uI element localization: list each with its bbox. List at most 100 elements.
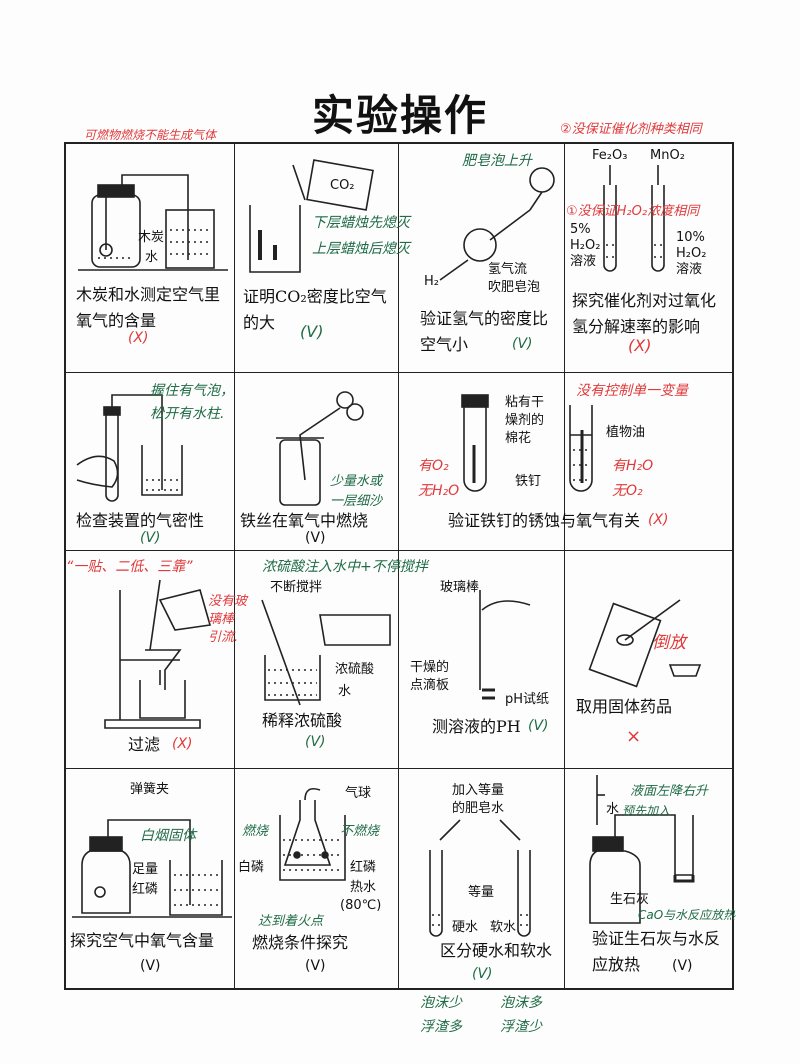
label-h2o2: H₂O₂ [570, 238, 601, 253]
note-handwritten: 浓硫酸注入水中+不停搅拌 [262, 559, 428, 575]
note-handwritten: 少量水或 [330, 474, 383, 489]
label-fe2o3: Fe₂O₃ [592, 148, 628, 163]
caption: 验证铁钉的锈蚀与氧气有关 [448, 511, 641, 530]
note-handwritten: “一贴、二低、三靠” [66, 559, 193, 575]
label-spring-clip: 弹簧夹 [130, 782, 170, 797]
note-handwritten: 白烟固体 [140, 828, 196, 844]
note-handwritten: 一层细沙 [330, 494, 383, 509]
caption: 检查装置的气密性 [76, 511, 205, 530]
note-handwritten: 泡沫多 [500, 995, 542, 1011]
note-handwritten: 没有玻 [208, 594, 248, 609]
ph-test-diagram [479, 590, 531, 700]
note-handwritten: 下层蜡烛先熄灭 [312, 215, 410, 231]
grade-mark: (X) [172, 736, 193, 752]
label-balloon: 气球 [345, 786, 372, 801]
caption: 木炭和水测定空气里氧气的含量 [76, 285, 221, 330]
divider [66, 550, 732, 551]
combustion-diagram [279, 787, 346, 881]
label-hot-water: 热水 [350, 880, 377, 895]
grade-mark: (V) [140, 530, 161, 546]
label-5pct: 5% [570, 222, 591, 237]
label-h2: H₂ [424, 274, 439, 289]
label-cotton: 燥剂的 [505, 413, 545, 428]
label-spot-plate: 干燥的 [410, 660, 450, 675]
note-handwritten: 上层蜡烛后熄灭 [312, 241, 410, 257]
air-oxygen-diagram [72, 819, 232, 918]
label-iron-nail: 铁钉 [515, 474, 542, 489]
grade-mark: (V) [305, 530, 326, 546]
note-handwritten: 浮渣多 [420, 1019, 462, 1035]
caption: 铁丝在氧气中燃烧 [240, 511, 369, 530]
label-soap-water: 加入等量 [452, 783, 505, 798]
label-cotton: 棉花 [505, 431, 532, 446]
label-charcoal: 木炭 [138, 230, 165, 245]
quicklime-diagram [589, 775, 695, 924]
divider [234, 144, 235, 988]
note-handwritten: 没有控制单一变量 [576, 383, 688, 399]
caption: 验证氢气的密度比空气小 [420, 309, 549, 354]
label-cotton: 粘有干 [505, 395, 545, 410]
grade-mark: (V) [300, 322, 324, 341]
note-handwritten: 浮渣少 [500, 1019, 542, 1035]
caption: 稀释浓硫酸 [262, 711, 343, 730]
label-h2o2: H₂O₂ [676, 246, 707, 261]
hard-soft-water-diagram [429, 819, 531, 937]
note-handwritten: 无O₂ [612, 483, 643, 499]
label-temperature: (80℃) [340, 898, 382, 913]
note-handwritten: 倒放 [652, 633, 686, 653]
label-solution: 溶液 [676, 262, 703, 277]
grade-mark: (V) [305, 958, 326, 974]
label-soft-water: 软水 [490, 920, 517, 935]
note-handwritten: ①没保证H₂O₂浓度相同 [566, 204, 700, 219]
note-handwritten: 液面左降右升 [630, 784, 709, 799]
grade-mark: (V) [528, 718, 549, 734]
label-hard-water: 硬水 [452, 920, 479, 935]
note-handwritten: CaO与水反应放热 [638, 908, 736, 922]
note-handwritten: 达到着火点 [258, 914, 324, 929]
label-sufficient: 足量 [132, 862, 159, 877]
label-soap-water: 的肥皂水 [452, 801, 505, 816]
grade-mark: (X) [128, 330, 149, 346]
label-red-phosphorus: 红磷 [132, 882, 159, 897]
note-handwritten: 松开有水柱. [150, 406, 225, 422]
hydrogen-bubble-diagram [439, 167, 555, 281]
iron-wire-diagram [276, 391, 364, 506]
solid-reagent-diagram [588, 599, 702, 688]
divider [66, 372, 732, 373]
grade-mark: (V) [672, 958, 693, 974]
note-handwritten: 可燃物燃烧不能生成气体 [84, 128, 217, 142]
label-conc-sulfuric: 浓硫酸 [335, 662, 375, 677]
label-stir: 不断搅拌 [270, 580, 323, 595]
label-vegetable-oil: 植物油 [606, 425, 646, 440]
label-water: 水 [145, 250, 159, 265]
label-hydrogen-flow: 氢气流 [488, 262, 528, 277]
test-tubes-diagram [603, 165, 665, 272]
note-handwritten: 有H₂O [612, 458, 654, 474]
divider [564, 144, 565, 988]
grade-mark: (X) [648, 512, 669, 528]
caption: 证明CO₂密度比空气的大 [243, 287, 387, 332]
note-handwritten: 引流. [208, 630, 239, 645]
label-10pct: 10% [676, 230, 705, 245]
caption: 验证生石灰与水反应放热 [592, 929, 721, 974]
grade-mark: (V) [305, 734, 326, 750]
dilution-diagram [261, 599, 391, 706]
label-blow-bubble: 吹肥皂泡 [488, 280, 541, 295]
grade-mark: (V) [472, 966, 493, 982]
caption: 取用固体药品 [576, 697, 673, 716]
caption: 燃烧条件探究 [252, 933, 349, 952]
label-mno2: MnO₂ [650, 148, 685, 163]
divider [398, 144, 399, 988]
note-handwritten: 无H₂O [418, 483, 460, 499]
note-handwritten: ②没保证催化剂种类相同 [560, 122, 702, 137]
caption: 过滤 [128, 735, 161, 754]
label-solution: 溶液 [570, 254, 597, 269]
note-handwritten: 肥皂泡上升 [462, 153, 532, 169]
label-water: 水 [606, 802, 620, 817]
grade-mark: (V) [140, 958, 161, 974]
grade-mark: × [626, 726, 642, 747]
label-equal: 等量 [468, 885, 495, 900]
note-handwritten: 不燃烧 [340, 824, 380, 839]
caption: 探究空气中氧气含量 [70, 931, 215, 950]
